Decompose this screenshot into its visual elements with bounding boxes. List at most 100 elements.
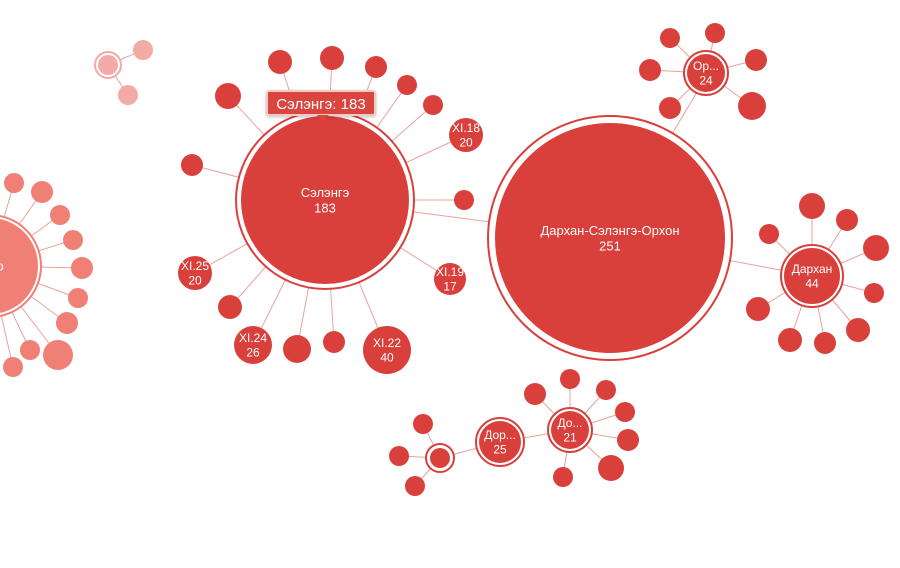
leaf-node[interactable] [397, 75, 417, 95]
leaf-node[interactable] [20, 340, 40, 360]
date-node-label: XI.22 [373, 336, 401, 350]
cluster-darkhan-circle [784, 248, 840, 304]
date-node-count: 17 [443, 279, 457, 293]
cluster-dornod-b-label: До... [558, 416, 583, 430]
leaf-node[interactable] [405, 476, 425, 496]
leaf-node[interactable] [705, 23, 725, 43]
cluster-darkhan-selenge-orkhon-label: Дархан-Сэлэнгэ-Орхон [540, 223, 679, 238]
leaf-node[interactable] [323, 331, 345, 353]
cluster-dornod-b-count: 21 [563, 430, 577, 444]
leaf-node[interactable] [846, 318, 870, 342]
cluster-ulaanbaatar-circle [0, 219, 38, 313]
leaf-node[interactable] [118, 85, 138, 105]
cluster-orkhon-circle [687, 54, 725, 92]
leaf-node[interactable] [454, 190, 474, 210]
leaf-node[interactable] [68, 288, 88, 308]
leaf-node[interactable] [759, 224, 779, 244]
pale-node[interactable] [94, 51, 122, 79]
leaf-node[interactable] [659, 97, 681, 119]
pale-node-circle [98, 55, 118, 75]
leaf-node[interactable] [778, 328, 802, 352]
date-node-label: XI.24 [239, 331, 267, 345]
nodes-layer: атарXI.1820XI.1917XI.2240XI.2426XI.2520С… [0, 23, 889, 496]
cluster-dornod-b-circle [551, 411, 589, 449]
leaf-node[interactable] [617, 429, 639, 451]
leaf-node[interactable] [598, 455, 624, 481]
leaf-node[interactable] [738, 92, 766, 120]
cluster-dornod-a-label: Дор... [484, 428, 516, 442]
leaf-node[interactable] [56, 312, 78, 334]
cluster-darkhan-label: Дархан [792, 262, 833, 276]
leaf-node[interactable] [560, 369, 580, 389]
date-node-circle [449, 118, 483, 152]
leaf-node[interactable] [836, 209, 858, 231]
leaf-node[interactable] [799, 193, 825, 219]
leaf-node[interactable] [133, 40, 153, 60]
cluster-darkhan-count: 44 [805, 276, 819, 290]
date-node-count: 26 [246, 345, 260, 359]
leaf-node[interactable] [31, 181, 53, 203]
date-node-count: 20 [188, 273, 202, 287]
date-node-count: 20 [459, 135, 473, 149]
node-tooltip: Сэлэнгэ: 183 [266, 90, 376, 121]
cluster-dornod-a[interactable]: Дор...25 [475, 417, 525, 467]
cluster-ulaanbaatar[interactable]: атар [0, 214, 42, 318]
cluster-selenge-label: Сэлэнгэ [301, 185, 350, 200]
leaf-node[interactable] [63, 230, 83, 250]
leaf-node[interactable] [283, 335, 311, 363]
leaf-node[interactable] [3, 357, 23, 377]
leaf-node[interactable] [389, 446, 409, 466]
leaf-node[interactable] [218, 295, 242, 319]
leaf-node[interactable] [181, 154, 203, 176]
leaf-node[interactable] [365, 56, 387, 78]
leaf-node[interactable] [553, 467, 573, 487]
date-node-label: XI.18 [452, 121, 480, 135]
leaf-node[interactable] [4, 173, 24, 193]
leaf-node[interactable] [320, 46, 344, 70]
small-hub-node-circle [430, 448, 450, 468]
cluster-orkhon[interactable]: Ор...24 [683, 50, 729, 96]
leaf-node[interactable] [615, 402, 635, 422]
leaf-node[interactable] [814, 332, 836, 354]
leaf-node[interactable] [864, 283, 884, 303]
leaf-node[interactable] [863, 235, 889, 261]
cluster-orkhon-label: Ор... [693, 59, 719, 73]
leaf-node[interactable] [596, 380, 616, 400]
cluster-orkhon-count: 24 [699, 73, 713, 87]
leaf-node[interactable] [524, 383, 546, 405]
small-hub-node[interactable] [425, 443, 455, 473]
leaf-node[interactable] [745, 49, 767, 71]
leaf-node[interactable] [50, 205, 70, 225]
cluster-dornod-b[interactable]: До...21 [547, 407, 593, 453]
leaf-node[interactable] [71, 257, 93, 279]
cluster-selenge-count: 183 [314, 200, 336, 215]
leaf-node[interactable] [268, 50, 292, 74]
date-node-circle [363, 326, 411, 374]
leaf-node[interactable] [746, 297, 770, 321]
leaf-node[interactable] [413, 414, 433, 434]
leaf-node[interactable] [660, 28, 680, 48]
cluster-darkhan-selenge-orkhon-count: 251 [599, 238, 621, 253]
date-node-label: XI.19 [436, 265, 464, 279]
date-node-circle [234, 326, 272, 364]
cluster-darkhan-selenge-orkhon-circle [495, 123, 725, 353]
cluster-dornod-a-circle [479, 421, 521, 463]
leaf-node[interactable] [639, 59, 661, 81]
leaf-node[interactable] [423, 95, 443, 115]
leaf-node[interactable] [43, 340, 73, 370]
date-node-circle [178, 256, 212, 290]
date-node-circle [434, 263, 466, 295]
cluster-dornod-a-count: 25 [493, 442, 507, 456]
leaf-node[interactable] [215, 83, 241, 109]
cluster-ulaanbaatar-label: атар [0, 259, 4, 274]
cluster-selenge-circle [241, 116, 409, 284]
